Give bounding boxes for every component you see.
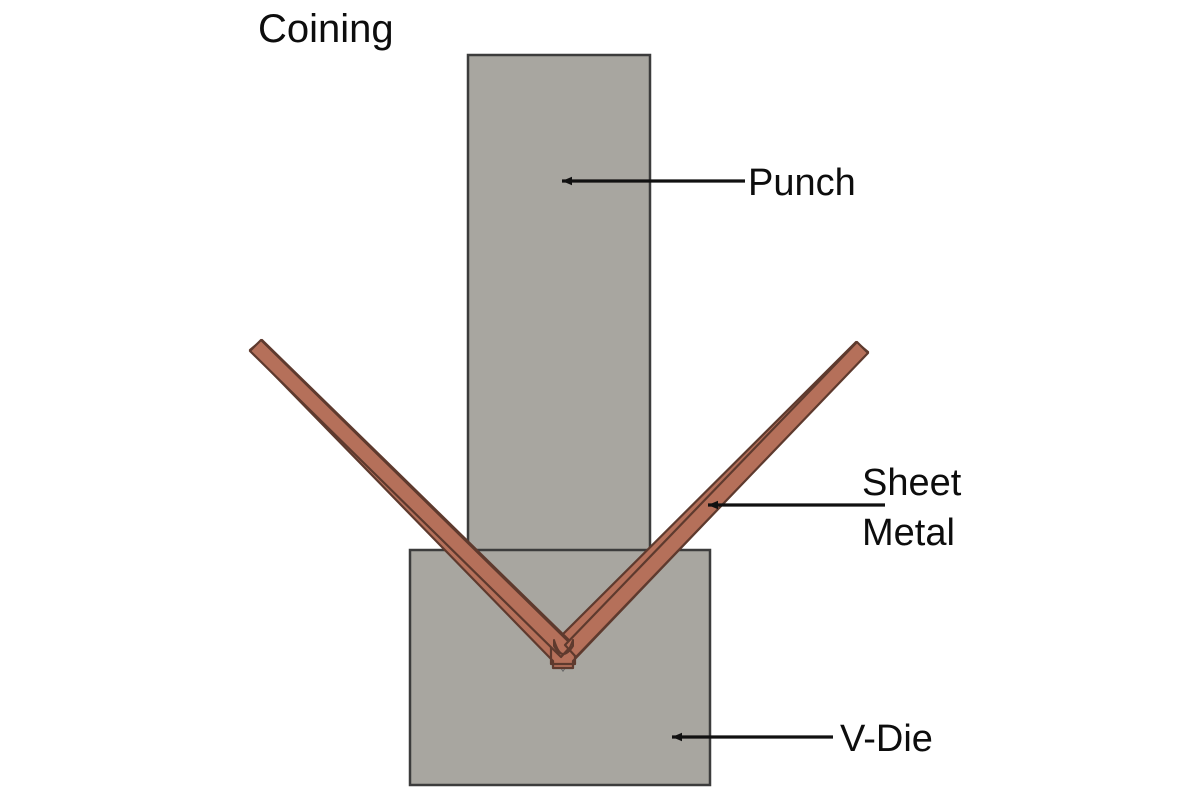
- sheet-metal-part: [248, 338, 870, 670]
- sheet-metal-right-limb: [563, 340, 870, 659]
- label-punch: Punch: [562, 162, 856, 204]
- sheet-metal-label-line2: Metal: [862, 512, 955, 554]
- sheet-metal-bend-vertex: [553, 639, 574, 655]
- punch-label-text: Punch: [748, 162, 856, 204]
- v-die-label-text: V-Die: [840, 718, 933, 760]
- sheet-metal-label-line1: Sheet: [862, 462, 962, 504]
- punch-body: [466, 53, 652, 554]
- label-sheet-metal: Sheet Metal: [708, 462, 962, 554]
- diagram-title: Coining: [258, 7, 394, 51]
- label-v-die: V-Die: [672, 718, 933, 760]
- punch-part: [466, 53, 652, 554]
